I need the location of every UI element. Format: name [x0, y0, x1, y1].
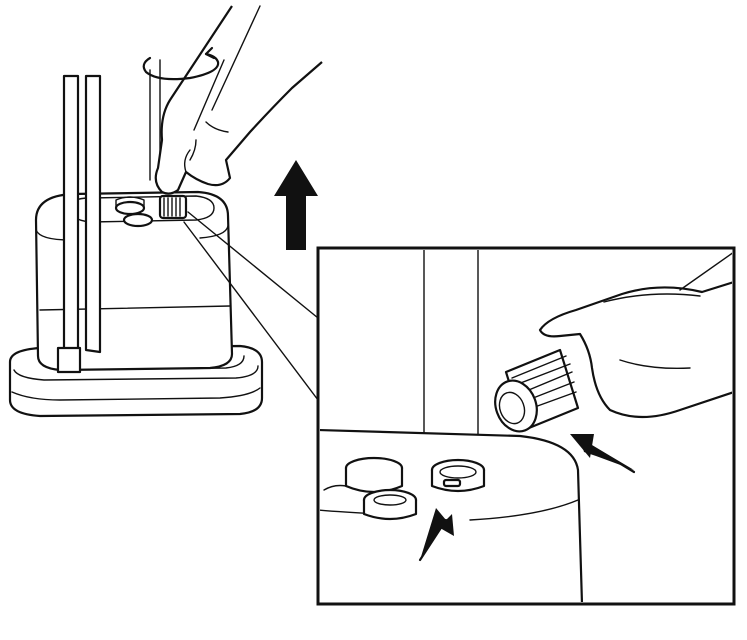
pointer-arrow-icon: [570, 434, 636, 474]
tank-cap: [158, 194, 188, 220]
up-arrow-icon: [274, 160, 318, 250]
callout-lines: [183, 211, 319, 401]
pole: [56, 59, 161, 374]
rotate-arrow-icon: [142, 46, 220, 81]
hand: [154, 5, 323, 195]
detail-inset: [316, 246, 736, 606]
pointer-arrow-icon: [418, 508, 454, 562]
